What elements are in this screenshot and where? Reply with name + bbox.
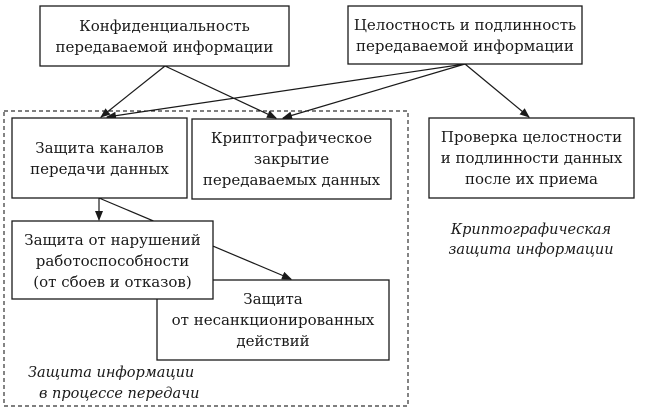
box-integrity-check: Проверка целостности и подлинности данны…	[428, 117, 635, 199]
box-unauthorized-protection-line-2: от несанкционированных	[172, 311, 375, 329]
box-channel-protection-line-2: передачи данных	[30, 160, 169, 178]
box-integrity-check-line-1: Проверка целостности	[441, 128, 622, 146]
box-crypto-closure-line-1: Криптографическое	[211, 129, 372, 147]
arrow-confidentiality-to-crypto	[164, 65, 277, 119]
box-confidentiality-line-2: передаваемой информации	[56, 38, 274, 56]
caption-transmission-protection-line-1: Защита информации	[28, 365, 194, 381]
arrow-confidentiality-to-channel	[100, 65, 166, 118]
box-unauthorized-protection-line-3: действий	[236, 332, 309, 350]
caption-transmission-protection: Защита информации в процессе передачи	[28, 365, 200, 402]
box-crypto-closure-line-3: передаваемых данных	[203, 171, 381, 189]
caption-crypto-protection-line-2: защита информации	[448, 242, 613, 258]
box-unauthorized-protection: Защита от несанкционированных действий	[156, 279, 390, 361]
box-failure-protection: Защита от нарушений работоспособности (о…	[11, 220, 214, 300]
arrow-integrity-to-crypto	[282, 63, 466, 120]
box-integrity: Целостность и подлинность передаваемой и…	[347, 5, 583, 65]
box-integrity-line-1: Целостность и подлинность	[354, 16, 576, 34]
box-integrity-check-line-3: после их приема	[465, 170, 598, 188]
box-channel-protection-line-1: Защита каналов	[35, 139, 164, 157]
arrow-integrity-to-check	[464, 63, 530, 118]
box-confidentiality: Конфиденциальность передаваемой информац…	[39, 5, 290, 67]
box-integrity-check-line-2: и подлинности данных	[441, 149, 623, 167]
caption-transmission-protection-line-2: в процессе передачи	[39, 386, 200, 402]
box-confidentiality-line-1: Конфиденциальность	[79, 17, 250, 35]
box-integrity-line-2: передаваемой информации	[356, 37, 574, 55]
caption-crypto-protection: Криптографическая защита информации	[448, 222, 613, 258]
box-unauthorized-protection-line-1: Защита	[243, 290, 303, 308]
box-failure-protection-line-3: (от сбоев и отказов)	[33, 273, 191, 291]
arrow-integrity-to-channel	[106, 63, 466, 120]
caption-crypto-protection-line-1: Криптографическая	[450, 222, 611, 238]
box-crypto-closure: Криптографическое закрытие передаваемых …	[191, 118, 392, 200]
box-crypto-closure-line-2: закрытие	[254, 150, 329, 168]
box-channel-protection: Защита каналов передачи данных	[11, 117, 188, 199]
box-failure-protection-line-1: Защита от нарушений	[24, 231, 201, 249]
box-failure-protection-line-2: работоспособности	[36, 252, 190, 270]
